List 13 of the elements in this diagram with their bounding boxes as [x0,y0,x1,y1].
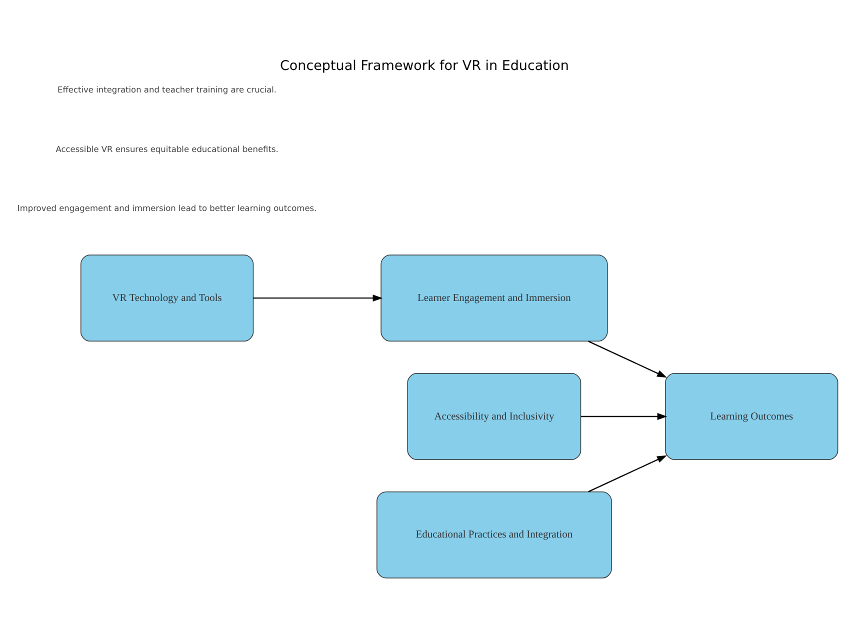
arrow [588,340,667,378]
node-box: Accessibility and Inclusivity [407,372,582,460]
arrow [588,454,667,492]
label: Accessible VR ensures equitable educational benefits. [56,143,278,154]
label: Effective integration and teacher training are crucial. [58,84,277,94]
label: Improved engagement and immersion lead to better learning outcomes. [17,202,317,212]
node-box: VR Technology and Tools [80,254,254,342]
node-box: Learning Outcomes [665,372,838,460]
node-box: Educational Practices and Integration [376,490,612,578]
arrow [253,294,383,302]
node-box: Learner Engagement and Immersion [380,254,608,342]
diagram-title: Conceptual Framework for VR in Education [280,57,569,74]
arrow [580,412,668,420]
